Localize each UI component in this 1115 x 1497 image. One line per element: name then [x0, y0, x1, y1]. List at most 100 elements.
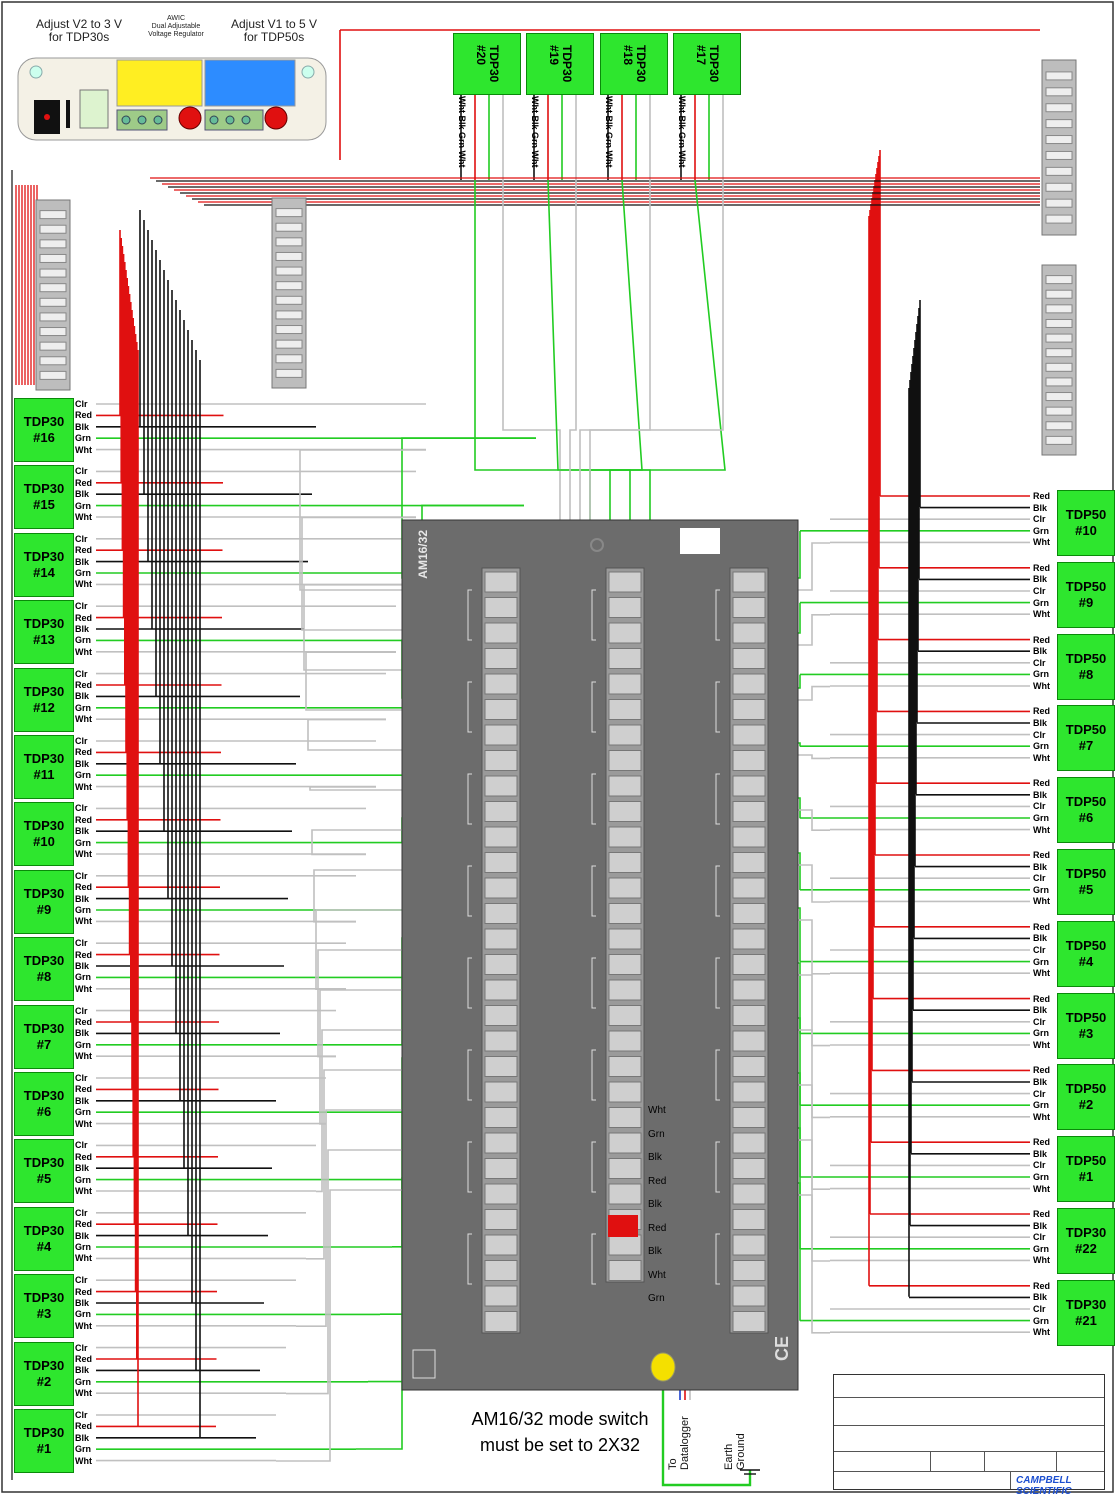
device-model: TDP30: [23, 414, 65, 429]
module-terminal: [732, 852, 766, 873]
tdp30-device-left: TDP30#1: [14, 1409, 74, 1473]
module-terminal: [732, 571, 766, 593]
right-wire-label: Grn: [1033, 1100, 1050, 1111]
com-wire-label: Wht: [648, 1105, 666, 1116]
right-wire-label: Clr: [1033, 1304, 1046, 1314]
terminal-group-bracket: [591, 773, 596, 825]
left-wire-label: Clr: [75, 1275, 88, 1286]
device-model: TDP30: [23, 1088, 65, 1103]
switch: [66, 100, 70, 128]
terminal-slot: [39, 253, 67, 263]
right-wire-label: Grn: [1033, 597, 1050, 608]
terminal-slot: [39, 268, 67, 278]
module-terminal: [732, 903, 766, 924]
terminal-screw: [153, 115, 163, 125]
module-terminal: [608, 597, 642, 618]
terminal-group-bracket: [467, 681, 472, 733]
terminal-slot: [275, 325, 303, 335]
module-terminal: [484, 1132, 518, 1154]
module-terminal: [484, 1285, 518, 1307]
right-wire-label: Clr: [1033, 873, 1046, 884]
device-number: #2: [1078, 1097, 1094, 1113]
right-wire-label: Grn: [1033, 1243, 1050, 1254]
left-wire-label: Clr: [75, 1342, 88, 1353]
device-number: #22: [1075, 1241, 1097, 1256]
tdp30-device-left: TDP30#12: [14, 667, 74, 732]
module-terminal: [732, 928, 766, 950]
module-terminal: [608, 877, 642, 899]
module-input-wire: [303, 583, 482, 671]
left-wire-label: Blk: [75, 624, 90, 634]
terminal-slot: [1045, 406, 1073, 416]
right-wire-label: Clr: [1033, 657, 1046, 668]
module-terminal: [732, 775, 766, 797]
device-number: #16: [33, 430, 55, 445]
module-terminal: [608, 699, 642, 720]
module-terminal: [732, 699, 766, 720]
regulator-v2: [116, 59, 203, 107]
com-wire-label: Wht: [648, 1269, 666, 1281]
wires: [11, 29, 1040, 1487]
device-number: #15: [33, 497, 55, 513]
terminal-slot: [1045, 435, 1073, 445]
power-supply: [17, 57, 327, 141]
terminal-slot: [1045, 421, 1073, 431]
terminal-group-bracket: [467, 865, 472, 917]
tdp30-device-left: TDP30#10: [14, 802, 74, 867]
device-model: TDP30: [23, 1020, 65, 1036]
module-terminal: [608, 826, 642, 848]
power-jack-pin: [44, 114, 50, 120]
left-wire-label: Clr: [75, 399, 88, 409]
module-terminal: [484, 801, 518, 822]
right-wire-label: Red: [1033, 562, 1051, 573]
terminal-group-bracket: [591, 1141, 596, 1193]
left-wire-label: Red: [75, 747, 93, 758]
tdp30-device-right: TDP30#22: [1057, 1208, 1115, 1274]
right-wire-label: Red: [1033, 1280, 1051, 1291]
left-wire-label: Blk: [75, 1028, 90, 1039]
left-wire-label: Clr: [75, 736, 88, 746]
left-wire-label: Red: [75, 545, 93, 556]
left-wire-label: Clr: [75, 533, 88, 544]
module-terminal: [608, 1183, 642, 1205]
com-wire-label: Red: [648, 1222, 667, 1234]
terminal-strip: [1041, 59, 1077, 236]
terminal-slot: [39, 224, 67, 234]
left-wire-label: Grn: [75, 905, 92, 915]
com-wire-label: Blk: [648, 1199, 662, 1210]
module-terminal: [732, 801, 766, 822]
device-model: TDP30: [23, 1425, 65, 1440]
terminal-slot: [275, 237, 303, 247]
module-terminal-strip: [729, 567, 769, 1334]
device-model: TDP30: [23, 885, 65, 901]
left-wire-label: Blk: [75, 826, 90, 837]
device-model: TDP30: [1065, 1296, 1107, 1312]
right-wire-label: Grn: [1033, 1315, 1050, 1326]
right-wire-label: Wht: [1033, 1327, 1050, 1338]
note-line-1: AM16/32 mode switch: [471, 1409, 649, 1429]
device-number: #14: [33, 564, 55, 580]
title-block: CAMPBELL SCIENTIFIC: [833, 1374, 1105, 1497]
right-wire-label: Wht: [1033, 968, 1050, 979]
left-wire-label: Grn: [75, 1309, 92, 1320]
terminal-group-bracket: [591, 865, 596, 917]
module-terminal: [732, 673, 766, 695]
module-terminal: [608, 1234, 642, 1256]
left-wire-label: Wht: [75, 444, 92, 455]
module-terminal: [484, 597, 518, 618]
terminal-slot: [39, 283, 67, 293]
left-wire-label: Blk: [75, 691, 90, 702]
device-model: TDP30: [23, 1155, 65, 1171]
left-wire-label: Clr: [75, 466, 88, 477]
terminal-slot: [1045, 318, 1073, 328]
module-terminal: [732, 826, 766, 848]
adjust-pot-v2: [178, 106, 202, 130]
right-wire-label: Grn: [1033, 525, 1050, 536]
left-wire-label: Wht: [75, 1388, 92, 1399]
tdp50-device-right: TDP50#6: [1057, 777, 1115, 844]
device-number: #3: [1078, 1025, 1094, 1041]
tdp30-device-left: TDP30#14: [14, 532, 74, 597]
tdp50-device-right: TDP50#3: [1057, 992, 1115, 1059]
module-terminal: [608, 1260, 642, 1281]
right-wire-label: Blk: [1033, 1077, 1048, 1087]
